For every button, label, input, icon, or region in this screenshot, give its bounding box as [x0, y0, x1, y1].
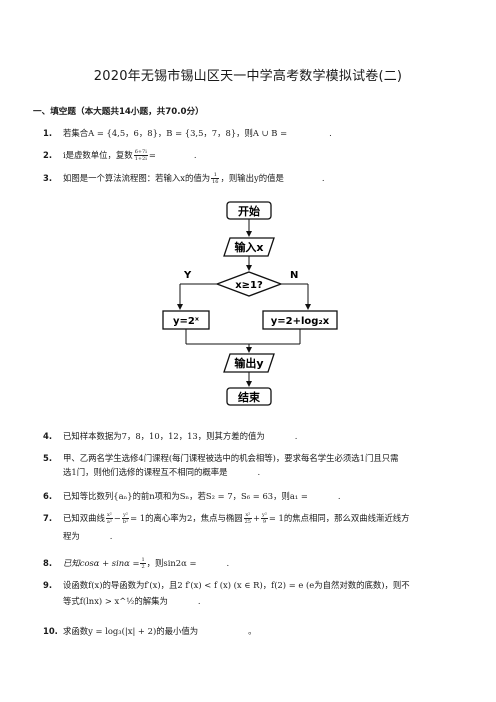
fraction-denominator: 1+2i [134, 156, 147, 162]
question-continuation: 等式f(lnx) > x^½的解集为. [43, 595, 463, 607]
fraction-denominator: b² [122, 519, 129, 525]
question-6: 6. 已知等比数列{aₙ}的前n项和为Sₙ，若S₂ = 7，S₆ = 63，则a₁… [43, 490, 463, 502]
question-continuation: 程为. [43, 530, 463, 542]
question-4: 4. 已知样本数据为7，8，10，12，13，则其方差的值为. [43, 430, 463, 442]
fraction-numerator: y² [121, 512, 130, 519]
question-text: 如图是一个算法流程图：若输入x的值为 [63, 173, 211, 183]
question-end: . [226, 558, 230, 568]
question-end: . [337, 491, 341, 501]
question-number: 10. [43, 626, 58, 636]
fraction-denominator: a² [106, 519, 112, 525]
section-heading: 一、填空题（本大题共14小题，共70.0分） [33, 107, 204, 117]
question-number: 8. [43, 558, 53, 568]
question-text: 若集合A = {4,5，6，8}，B = {3,5，7，8}，则A ∪ B = [63, 128, 288, 138]
question-end: . [294, 431, 298, 441]
question-number: 5. [43, 453, 53, 463]
fraction-numerator: 6+7i [133, 149, 148, 156]
question-text: 等式f(lnx) > x^½的解集为 [63, 596, 168, 606]
flow-no-label: N [290, 270, 298, 281]
fraction-numerator: 1 [140, 557, 146, 564]
question-text: 设函数f(x)的导函数为f′(x)，且2 f′(x) < f (x) (x ∈ … [63, 580, 410, 590]
question-number: 6. [43, 491, 53, 501]
question-end: . [321, 173, 325, 183]
fraction-numerator: x² [105, 512, 113, 519]
flow-input-box [223, 237, 275, 257]
question-end: . [329, 128, 332, 138]
flow-condition-label: x≥1? [235, 280, 263, 291]
algorithm-flowchart: 开始 输入x x≥1? Y N y=2ˣ y=2+log₂x 输出y 结束 [162, 201, 338, 406]
question-text: 已知样本数据为7，8，10，12，13，则其方差的值为 [63, 431, 265, 441]
question-number: 4. [43, 431, 53, 441]
question-text: = [148, 150, 156, 160]
flow-yes-label: Y [183, 270, 192, 281]
fraction-denominator: 16 [212, 179, 219, 185]
question-text: 已知等比数列{aₙ}的前n项和为Sₙ，若S₂ = 7，S₆ = 63，则a₁ = [63, 491, 308, 501]
fraction-numerator: y² [261, 512, 268, 519]
flow-output-label: 输出y [234, 356, 263, 370]
question-text: ，则输出y的值是 [220, 173, 284, 183]
question-text: − [113, 513, 121, 523]
question-text: ，则sin2α = [146, 558, 197, 568]
question-text: + [252, 513, 260, 523]
question-text: 已知cosα + sinα = [63, 558, 140, 568]
question-continuation: 选1门，则他们选修的课程互不相同的概率是. [43, 466, 463, 478]
question-text: 求函数y = log₃(|x| + 2)的最小值为 [63, 626, 199, 636]
question-text: 甲、乙两名学生选修4门课程(每门课程被选中的机会相等)，要求每名学生必须选1门且… [63, 453, 399, 463]
question-10: 10. 求函数y = log₃(|x| + 2)的最小值为 。 [43, 625, 463, 637]
fraction-numerator: x² [243, 512, 252, 519]
question-text: 选1门，则他们选修的课程互不相同的概率是 [63, 467, 228, 477]
fraction-denominator: 25 [244, 519, 251, 525]
flow-end-label: 结束 [237, 390, 261, 404]
flow-start-label: 开始 [238, 204, 260, 218]
page-title: 2020年无锡市锡山区天一中学高考数学模拟试卷(二) [93, 69, 403, 84]
fraction-denominator: 9 [262, 519, 267, 525]
question-text: = 1的离心率为2，焦点与椭圆 [130, 513, 243, 523]
question-end: . [193, 150, 197, 160]
flow-right-process-label: y=2+log₂x [271, 316, 330, 327]
question-text: = 1的焦点相同，那么双曲线渐近线方 [268, 513, 410, 523]
flow-end-box [226, 387, 272, 406]
question-text: i是虚数单位，复数 [63, 150, 133, 160]
flow-input-label: 输入x [234, 240, 263, 254]
question-end: 。 [248, 626, 257, 636]
question-number: 2. [43, 150, 53, 160]
question-end: . [197, 596, 201, 606]
flow-condition-diamond [215, 271, 283, 297]
question-number: 7. [43, 513, 53, 523]
question-number: 1. [43, 128, 53, 138]
question-text: 程为 [63, 531, 80, 541]
flow-output-box [223, 353, 275, 373]
fraction-denominator: 2 [141, 564, 145, 570]
question-end: . [109, 531, 113, 541]
question-number: 9. [43, 580, 53, 590]
question-1: 1. 若集合A = {4,5，6，8}，B = {3,5，7，8}，则A ∪ B … [43, 127, 463, 139]
fraction-numerator: 1 [211, 172, 220, 179]
question-end: . [257, 467, 261, 477]
question-text: 已知双曲线 [63, 513, 105, 523]
flow-left-process-label: y=2ˣ [173, 316, 200, 327]
question-5: 5. 甲、乙两名学生选修4门课程(每门课程被选中的机会相等)，要求每名学生必须选1… [43, 452, 463, 478]
question-9: 9. 设函数f(x)的导函数为f′(x)，且2 f′(x) < f (x) (x … [43, 579, 463, 607]
question-number: 3. [43, 173, 53, 183]
